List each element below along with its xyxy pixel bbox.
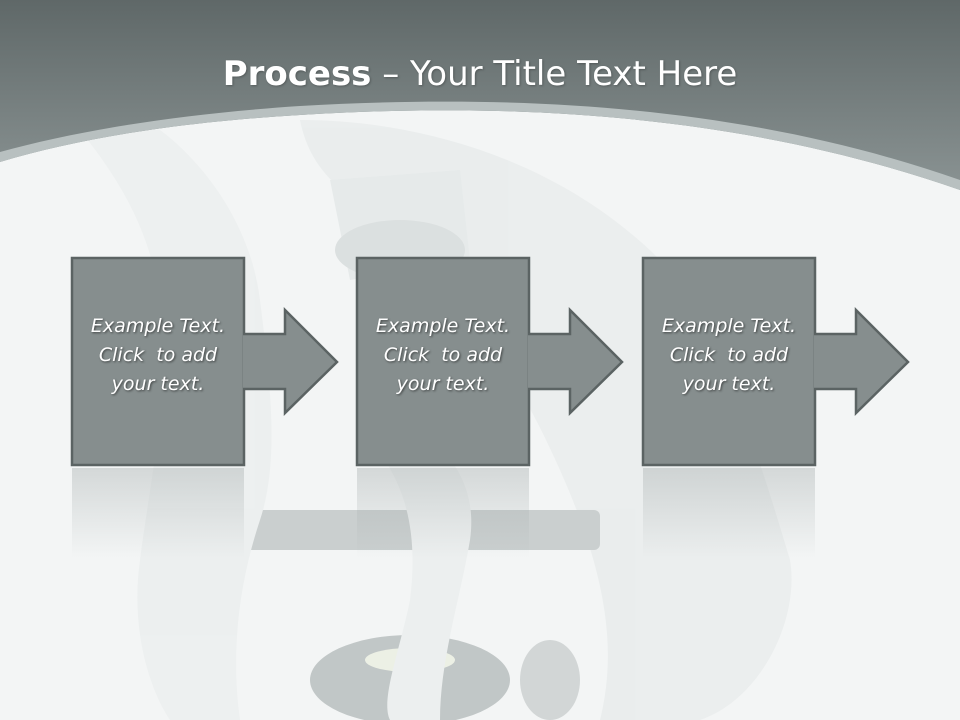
step-3-line-3: your text. bbox=[682, 373, 776, 395]
step-2-text[interactable]: Example Text. Click to add your text. bbox=[357, 312, 529, 399]
process-step-1-shape bbox=[70, 256, 339, 467]
header-band bbox=[0, 0, 960, 190]
step-2-line-3: your text. bbox=[396, 373, 490, 395]
title-rest: – Your Title Text Here bbox=[371, 54, 738, 94]
step-1-line-1: Example Text. bbox=[90, 315, 226, 337]
process-step-2-shape bbox=[355, 256, 624, 467]
step-3-line-1: Example Text. bbox=[661, 315, 797, 337]
step-1-line-3: your text. bbox=[111, 373, 205, 395]
process-step-3-shape bbox=[641, 256, 910, 467]
step-1-line-2: Click to add bbox=[98, 344, 218, 366]
header-swoosh bbox=[0, 101, 960, 190]
title-bold: Process bbox=[222, 54, 372, 94]
step-3-text[interactable]: Example Text. Click to add your text. bbox=[643, 312, 815, 399]
step-2-line-1: Example Text. bbox=[375, 315, 511, 337]
step-2-line-2: Click to add bbox=[383, 344, 503, 366]
step-3-line-2: Click to add bbox=[669, 344, 789, 366]
box-reflections bbox=[72, 468, 815, 558]
step-1-text[interactable]: Example Text. Click to add your text. bbox=[72, 312, 244, 399]
slide-title[interactable]: Process – Your Title Text Here bbox=[0, 52, 960, 96]
